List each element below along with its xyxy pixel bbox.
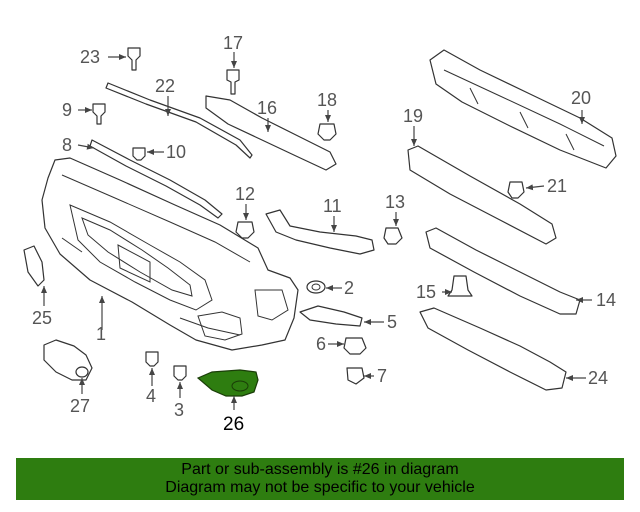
callout-10: 10 bbox=[166, 142, 186, 162]
callout-24: 24 bbox=[588, 368, 608, 388]
callout-19: 19 bbox=[403, 106, 423, 126]
callout-16: 16 bbox=[257, 98, 277, 118]
part-11-bracket[interactable] bbox=[265, 209, 375, 255]
part-19-absorber[interactable] bbox=[407, 145, 557, 245]
callout-8: 8 bbox=[62, 135, 72, 155]
part-20-reinforcement-beam[interactable] bbox=[429, 49, 617, 169]
callout-7: 7 bbox=[377, 366, 387, 386]
callout-22: 22 bbox=[155, 76, 175, 96]
part-27-sensor-assembly[interactable] bbox=[43, 339, 93, 381]
part-26-fog-cover-highlighted[interactable] bbox=[196, 369, 259, 397]
part-3-clip[interactable] bbox=[173, 365, 187, 381]
callout-23: 23 bbox=[80, 47, 100, 67]
leader-lines bbox=[41, 52, 592, 410]
callout-labels: 23 22 17 16 18 9 8 10 19 20 21 12 11 13 … bbox=[32, 33, 616, 435]
part-2-clip[interactable] bbox=[306, 280, 326, 294]
callout-21: 21 bbox=[547, 176, 567, 196]
callout-4: 4 bbox=[146, 386, 156, 406]
part-22-trim-strip[interactable] bbox=[105, 82, 253, 159]
part-1-bumper-cover[interactable] bbox=[41, 157, 299, 351]
callout-18: 18 bbox=[317, 90, 337, 110]
part-18-clip[interactable] bbox=[317, 123, 337, 141]
callout-12: 12 bbox=[235, 184, 255, 204]
part-13-clip[interactable] bbox=[383, 227, 403, 245]
callout-1: 1 bbox=[96, 324, 106, 344]
part-21-bolt[interactable] bbox=[507, 181, 525, 199]
part-15-clip[interactable] bbox=[447, 275, 473, 297]
callout-25: 25 bbox=[32, 308, 52, 328]
part-4-clip[interactable] bbox=[145, 351, 159, 367]
callout-17: 17 bbox=[223, 33, 243, 53]
part-25-side-bracket[interactable] bbox=[23, 245, 45, 287]
callout-14: 14 bbox=[596, 290, 616, 310]
banner-line-1: Part or sub-assembly is #26 in diagram bbox=[181, 461, 459, 478]
banner-line-2: Diagram may not be specific to your vehi… bbox=[165, 479, 475, 496]
part-6-clip[interactable] bbox=[343, 337, 367, 355]
part-12-bolt[interactable] bbox=[235, 221, 255, 239]
parts-diagram: 23 22 17 16 18 9 8 10 19 20 21 12 11 13 … bbox=[23, 33, 617, 435]
part-7-clip[interactable] bbox=[346, 367, 365, 385]
callout-3: 3 bbox=[174, 400, 184, 420]
callout-20: 20 bbox=[571, 88, 591, 108]
info-banner: Part or sub-assembly is #26 in diagram D… bbox=[16, 458, 624, 500]
part-8-molding[interactable] bbox=[89, 139, 223, 219]
callout-11: 11 bbox=[323, 196, 342, 216]
part-5-bracket[interactable] bbox=[299, 305, 363, 327]
callout-6: 6 bbox=[316, 334, 326, 354]
part-10-clip[interactable] bbox=[132, 147, 146, 161]
callout-13: 13 bbox=[385, 192, 405, 212]
part-16-bracket[interactable] bbox=[205, 95, 337, 171]
callout-15: 15 bbox=[416, 282, 436, 302]
part-14-lower-beam[interactable] bbox=[425, 227, 581, 315]
callout-5: 5 bbox=[387, 312, 397, 332]
part-9-clip[interactable] bbox=[92, 103, 106, 125]
part-23-clip[interactable] bbox=[127, 47, 141, 71]
callout-2: 2 bbox=[344, 278, 354, 298]
part-24-undercover[interactable] bbox=[419, 307, 567, 391]
callout-27: 27 bbox=[70, 396, 90, 416]
callout-26-highlighted: 26 bbox=[223, 414, 244, 435]
part-17-bolt[interactable] bbox=[226, 69, 240, 95]
callout-9: 9 bbox=[62, 100, 72, 120]
